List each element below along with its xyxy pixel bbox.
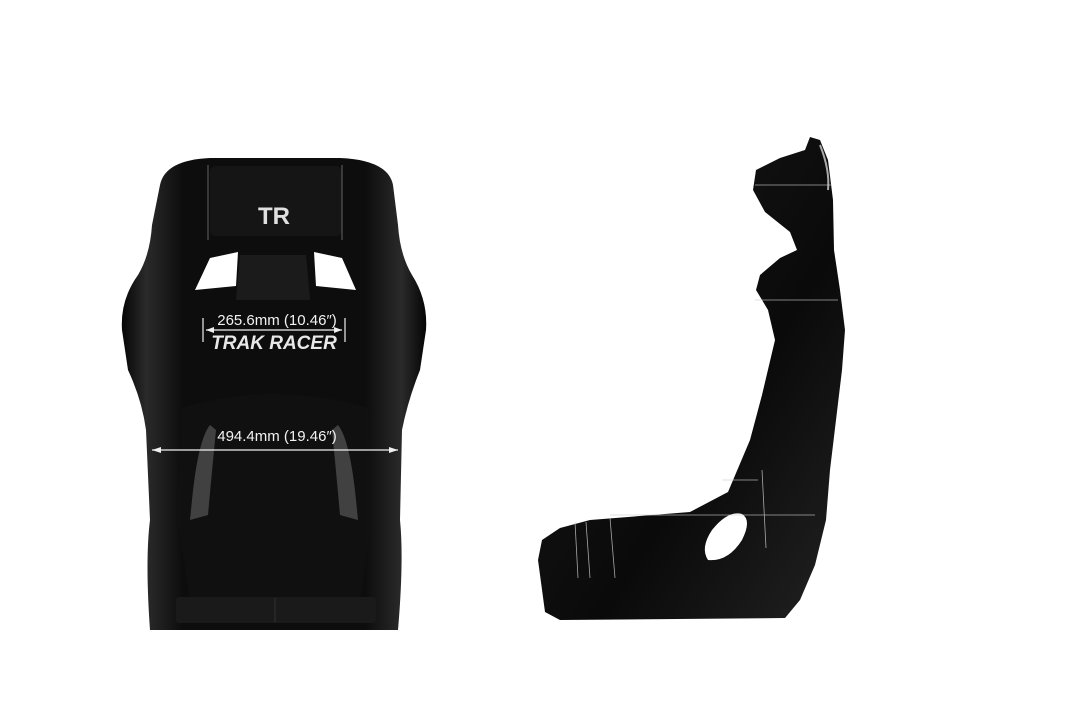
logo: TR — [258, 203, 290, 230]
seat-base — [178, 394, 372, 600]
dimension-shoulder-width — [202, 318, 346, 342]
harness-slot-left — [195, 252, 238, 290]
side-highlight — [819, 144, 830, 191]
headrest-panel — [210, 166, 342, 236]
guide-lines — [207, 165, 343, 240]
seat-front-view: TR TRAK RACER 265.6mm (10.46″) 494.4mm (… — [121, 158, 427, 630]
seat-cushion-front — [176, 597, 376, 623]
side-guide-lines — [574, 184, 838, 579]
seat-side-view — [538, 137, 845, 620]
center-strap — [236, 255, 310, 300]
seat-hole — [704, 513, 747, 561]
overall-width-label: 494.4mm (19.46″) — [217, 428, 337, 445]
brand-text: TRAK RACER — [211, 333, 337, 354]
harness-slot-right — [314, 252, 356, 290]
shoulder-width-label: 265.6mm (10.46″) — [217, 312, 337, 329]
seat-side-shell — [538, 137, 845, 620]
dimension-overall-width — [152, 447, 398, 453]
